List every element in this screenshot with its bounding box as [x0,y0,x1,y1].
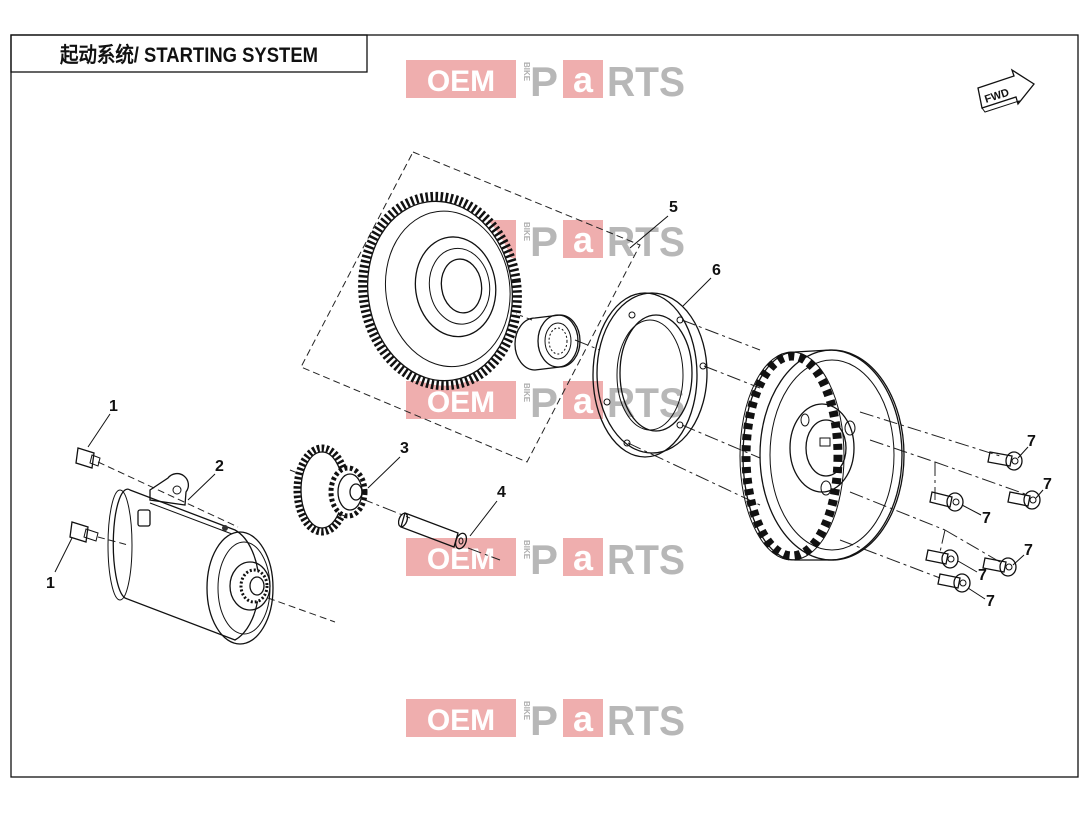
motor-terminal [137,509,151,527]
callout-label: 7 [1027,433,1036,450]
callout-label: 5 [669,199,678,216]
page-title: 起动系统/ STARTING SYSTEM [59,43,318,67]
callout-label: 1 [109,398,118,415]
watermark-p-text: P [530,697,558,744]
idle-gear-shaft [397,512,468,550]
callout-label: 2 [215,458,224,475]
watermark-a-text: a [573,59,594,100]
starter-idle-gear [293,444,368,536]
callout-label: 3 [400,440,409,457]
watermark-rts-text: RTS [607,218,685,265]
rotor-bolt [929,491,964,512]
diagram-frame [10,34,1079,778]
callout-label: 7 [986,593,995,610]
bolt-hole [623,439,631,447]
watermark-bike-text: BIKE [522,383,531,403]
watermark-a-box [563,538,603,576]
watermark-rts-text: RTS [607,536,685,583]
watermark-oem-text: OEM [427,704,495,737]
watermark-p-text: P [530,379,558,426]
callout-label: 6 [712,262,721,279]
watermark-logo: OEM BIKE P a RTS [406,697,685,744]
watermark-logo: OEM BIKE P a RTS [406,58,685,105]
watermark-logo: OEM BIKE P a RTS [406,536,685,583]
watermark-a-text: a [573,219,594,260]
callout-label: 1 [46,575,55,592]
rotor-bolt [937,573,971,593]
callout-label: 7 [1043,476,1052,493]
starter-driven-gear [358,191,522,391]
watermark-a-text: a [573,380,594,421]
rotor-bolt [925,549,959,569]
motor-mount-flange [149,472,190,506]
watermark-a-box [563,381,603,419]
forward-arrow-icon: FWD [977,68,1035,113]
callout-label: 7 [1024,542,1033,559]
title-box [10,34,368,73]
rotor-bolt [987,451,1023,471]
watermark-logo: OEM BIKE P a RTS [406,379,685,426]
bolt-hole [676,421,684,429]
assembly-centerlines [97,299,1026,623]
watermark-rts-text: RTS [607,697,685,744]
watermark-p-text: P [530,58,558,105]
needle-bearing [514,314,581,371]
watermark-oem-text: OEM [427,386,495,419]
motor-mount-bolt [69,521,99,543]
watermark-rts-text: RTS [607,58,685,105]
watermark-a-box [563,60,603,98]
callout-label: 7 [982,510,991,527]
callout-leaders [54,215,1044,600]
watermark-a-box [563,699,603,737]
bolt-hole [603,398,611,406]
watermark-a-box [563,220,603,258]
motor-mount-bolt [75,447,101,469]
callout-label: 7 [978,567,987,584]
callout-label: 4 [497,484,506,501]
watermark-bike-text: BIKE [522,222,531,242]
rotor-bolt [1007,490,1041,510]
starter-clutch-ring [592,292,708,458]
watermark-bike-text: BIKE [522,62,531,82]
watermark-rts-text: RTS [607,379,685,426]
bolt-hole [676,316,684,324]
flywheel-rotor [739,349,905,561]
watermark-oem-text: OEM [427,65,495,98]
watermark-oem-box [406,60,516,98]
watermark-a-text: a [573,698,594,739]
watermark-oem-box [406,699,516,737]
bolt-hole [628,311,636,319]
watermark-a-text: a [573,537,594,578]
watermark-bike-text: BIKE [522,540,531,560]
watermark-p-text: P [530,536,558,583]
bolt-hole [699,362,707,370]
starter-motor [107,472,274,645]
rotor-bolt [982,557,1017,577]
watermark-oem-box [406,381,516,419]
watermark-bike-text: BIKE [522,701,531,721]
watermark-p-text: P [530,218,558,265]
gear-assembly-outline [300,151,641,463]
